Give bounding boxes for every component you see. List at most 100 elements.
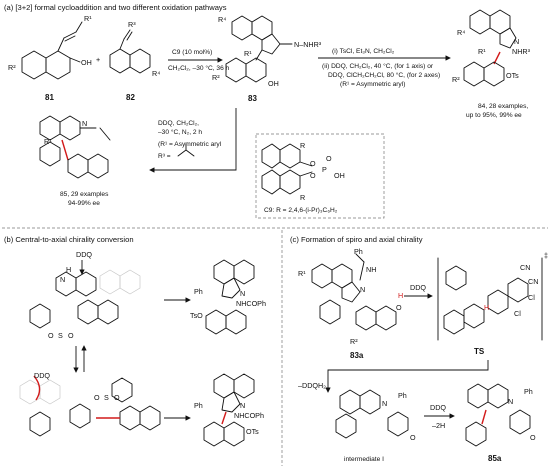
o-b-bottom-2: O (114, 393, 120, 402)
cn-ts-1: CN (520, 263, 530, 272)
structure-84 (463, 9, 517, 87)
tso-b: TsO (190, 311, 203, 320)
h-ts: H (484, 303, 489, 312)
catalyst-r-top: R (300, 141, 305, 150)
structure-81 (21, 21, 83, 80)
structure-b-top (29, 269, 141, 329)
compound-83-label: 83 (248, 94, 257, 103)
o-85a: O (530, 433, 536, 442)
catalyst-c9-structure (261, 143, 313, 195)
ph-int: Ph (398, 391, 407, 400)
r1-84: R¹ (478, 47, 486, 56)
ddq-c-1: DDQ (410, 283, 426, 292)
oh-83: OH (268, 79, 279, 88)
ddq-c-2: DDQ (430, 403, 446, 412)
ddq-bottom-b: DDQ (34, 371, 50, 380)
ph-83a: Ph (354, 247, 363, 256)
n-85a: N (508, 397, 513, 406)
nh-b: H (66, 265, 71, 274)
n-b: N (60, 275, 65, 284)
cn-ts-2: CN (528, 277, 538, 286)
o-83a: O (396, 303, 402, 312)
catalyst-o-bottom: O (310, 171, 316, 180)
structure-85 (39, 115, 111, 179)
cond-83-solvent: CH₂Cl₂, –30 °C, 36 h (168, 64, 230, 72)
label-ts: TS (474, 347, 485, 356)
ph-b-bottom: Ph (194, 401, 203, 410)
ph-b-top: Ph (194, 287, 203, 296)
dagger-ts: ‡ (544, 251, 548, 260)
r2-83: R² (212, 73, 220, 82)
cond-84-note: (R¹ = Asymmetric aryl) (340, 81, 405, 88)
structure-82 (109, 29, 151, 74)
o-b-bottom-1: O (94, 393, 100, 402)
panel-a-title: (a) [3+2] formal cycloaddition and two d… (4, 3, 227, 12)
s-b-bottom: S (104, 393, 109, 402)
r2-81: R² (8, 63, 16, 72)
structure-ts (437, 257, 543, 341)
nhcoph-b-bottom: NHCOPh (234, 411, 264, 420)
oh-81: OH (81, 58, 92, 67)
result-84-yield: up to 95%, 99% ee (466, 112, 522, 119)
structure-83 (225, 15, 293, 83)
cond-83-catalyst: C9 (10 mol%) (172, 49, 212, 56)
n-int: N (382, 399, 387, 408)
o-b-top-2: O (68, 331, 74, 340)
n-85: N (82, 119, 87, 128)
label-85a: 85a (488, 454, 502, 463)
compound-81-label: 81 (45, 93, 54, 102)
r1-83: R¹ (244, 49, 252, 58)
label-intermediate: intermediate I (344, 456, 384, 463)
h-83a: H (398, 291, 403, 300)
catalyst-c9-label: C9: R = 2,4,6-(i-Pr)₃C₆H₂ (264, 207, 338, 214)
s-b-top: S (58, 331, 63, 340)
n-84: N (514, 37, 519, 46)
r3-acyl-fragment (177, 143, 195, 157)
r4-83: R⁴ (218, 15, 226, 24)
product-b-bottom (203, 373, 255, 447)
cl-ts-1: Cl (514, 309, 521, 318)
cond-84-step2: (ii) DDQ, CH₂Cl₂, 40 °C, (for 1 axis) or (322, 62, 434, 70)
catalyst-p: P (322, 165, 327, 174)
nnhr3-83: N–NHR³ (294, 40, 322, 49)
r2-83a: R² (350, 337, 358, 346)
catalyst-box (255, 133, 385, 219)
nhr3-84: NHR³ (512, 47, 531, 56)
cond-85-note: (R¹ = Asymmetric aryl (158, 141, 222, 148)
nhcoph-b-top: NHCOPh (236, 299, 266, 308)
structure-intermediate-i (335, 389, 409, 439)
plus-sign: + (96, 55, 100, 64)
cl-ts-2: Cl (528, 293, 535, 302)
arrow-to-85 (149, 108, 237, 173)
minus-2h: –2H (432, 421, 445, 430)
r1-85: R¹ (44, 137, 52, 146)
n-b-top: N (240, 289, 245, 298)
r3-82: R³ (128, 20, 136, 29)
catalyst-p-oxo: O (326, 154, 332, 163)
r4-82: R⁴ (152, 69, 160, 78)
o-int: O (410, 433, 416, 442)
label-83a: 83a (350, 351, 364, 360)
cond-85-temp: –30 °C, N₂, 2 h (158, 128, 202, 136)
compound-82-label: 82 (126, 93, 135, 102)
n-b-bottom: N (240, 401, 245, 410)
structure-85a (465, 383, 531, 447)
arrow-ts-to-intermediate (325, 360, 489, 393)
ph-85a: Ph (524, 387, 533, 396)
catalyst-oh: OH (334, 171, 345, 180)
result-84-examples: 84, 28 examples, (478, 103, 528, 110)
result-85-ee: 94-99% ee (68, 200, 100, 207)
structure-83a (311, 253, 397, 331)
ots-84: OTs (506, 71, 519, 80)
r1-81: R¹ (84, 14, 92, 23)
o-b-top-1: O (48, 331, 54, 340)
catalyst-r-bottom: R (300, 193, 305, 202)
ots-b: OTs (246, 427, 259, 436)
r1-83a: R¹ (298, 269, 306, 278)
r2-84: R² (452, 75, 460, 84)
product-b-top (205, 259, 255, 335)
cond-85-reagent: DDQ, CH₂Cl₂, (158, 120, 199, 127)
result-85-examples: 85, 29 examples (60, 191, 109, 198)
